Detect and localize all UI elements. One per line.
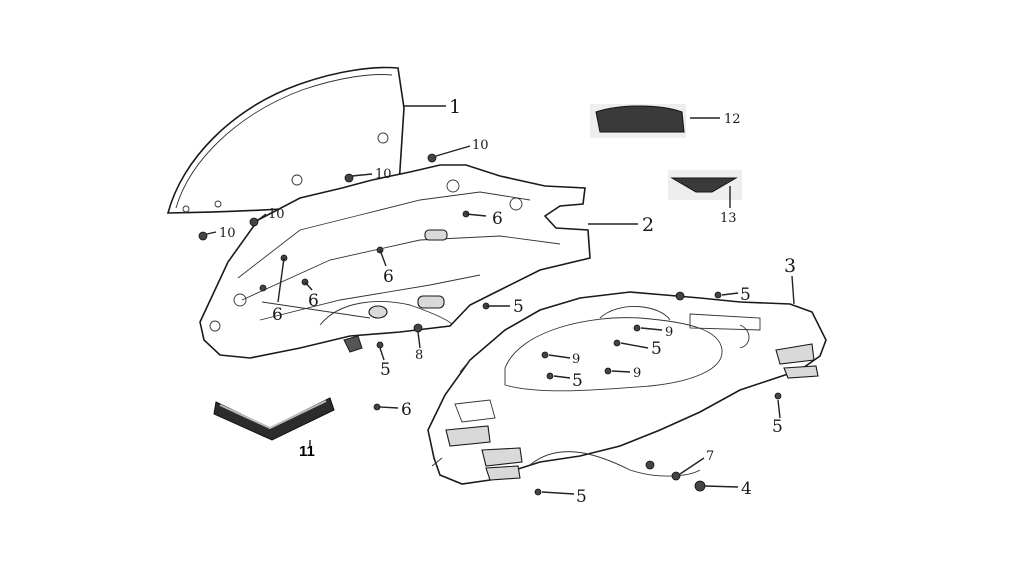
callout-5a: 5 [513, 297, 524, 317]
callout-6b: 6 [383, 267, 394, 287]
callout-1: 1 [449, 96, 461, 118]
callout-5f: 5 [772, 417, 783, 437]
callout-10b: 10 [375, 167, 392, 182]
callout-10a: 10 [472, 138, 489, 153]
fasteners [198, 153, 782, 496]
callout-12: 12 [724, 112, 741, 127]
callout-5b: 5 [380, 360, 391, 380]
callout-9a: 9 [665, 325, 673, 340]
callout-11: 11 [299, 443, 315, 460]
callout-5e: 5 [572, 371, 583, 391]
callout-10d: 10 [219, 226, 236, 241]
callout-6c: 6 [308, 291, 319, 311]
callout-6e: 6 [401, 400, 412, 420]
callout-10c: 10 [268, 207, 285, 222]
callout-4: 4 [741, 479, 752, 499]
callout-6a: 6 [492, 209, 503, 229]
callout-2: 2 [642, 214, 654, 236]
leader-lines [206, 105, 795, 495]
callout-5d: 5 [651, 339, 662, 359]
callout-9c: 9 [633, 366, 641, 381]
callout-5c: 5 [740, 285, 751, 305]
callout-9b: 9 [572, 352, 580, 367]
callout-7: 7 [706, 449, 714, 464]
decal-12-part [590, 104, 686, 138]
emblem-part [213, 397, 335, 441]
callout-labels: 1 2 3 4 5 5 5 5 5 5 5 6 6 6 6 6 7 8 9 9 … [219, 96, 796, 507]
callout-5g: 5 [576, 487, 587, 507]
rear-cover-part [427, 291, 827, 485]
callout-8: 8 [415, 348, 423, 363]
front-cover-part [199, 164, 591, 359]
decal-13-part [668, 170, 742, 200]
callout-6d: 6 [272, 305, 283, 325]
callout-13: 13 [720, 211, 737, 226]
callout-3: 3 [784, 255, 796, 277]
